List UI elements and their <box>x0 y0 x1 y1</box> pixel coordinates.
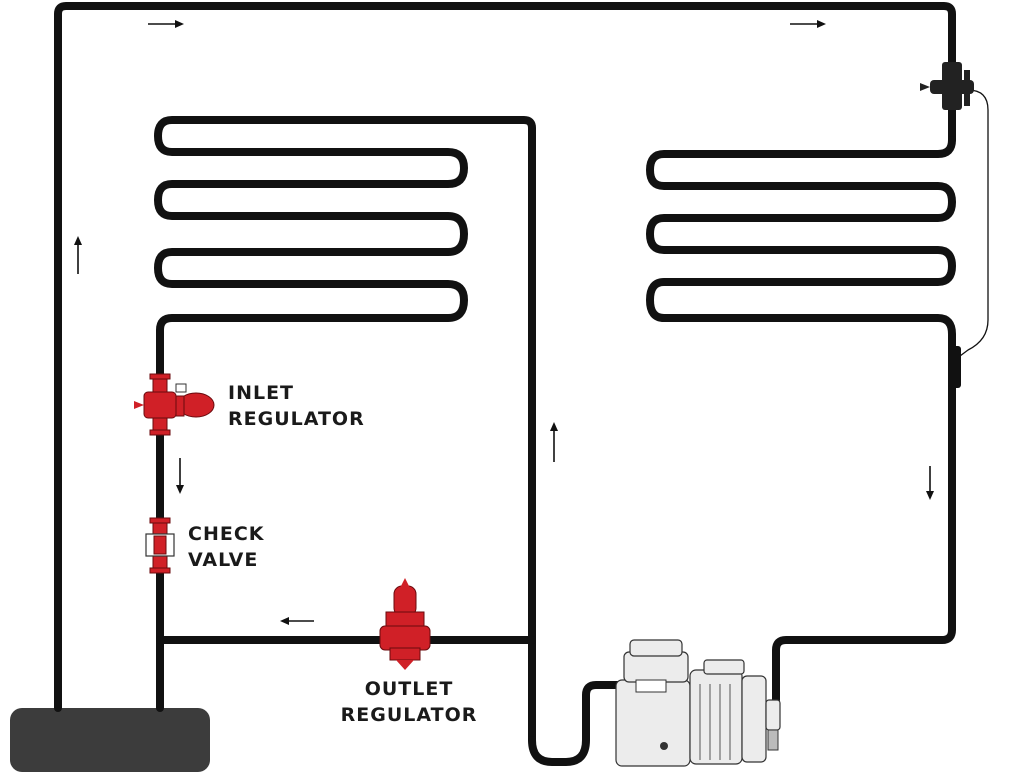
inlet-regulator-label: INLET REGULATOR <box>228 380 365 432</box>
arrow-up-icon <box>550 422 558 462</box>
expansion-valve <box>920 62 974 110</box>
inlet-regulator-valve <box>134 373 215 436</box>
inlet-regulator-label-line2: REGULATOR <box>228 408 365 430</box>
check-valve-label: CHECK VALVE <box>188 521 265 573</box>
check-valve-label-line2: VALVE <box>188 549 259 571</box>
arrow-right-icon <box>148 20 184 28</box>
outlet-regulator-label-line2: REGULATOR <box>340 704 478 726</box>
inlet-regulator-label-line1: INLET <box>228 382 295 404</box>
sensing-bulb-line <box>959 89 989 357</box>
sensing-bulb <box>949 346 961 388</box>
receiver-tank <box>10 708 210 772</box>
compressor <box>615 639 781 767</box>
arrow-down-icon <box>926 466 934 500</box>
discharge-line <box>528 681 640 766</box>
check-valve-label-line1: CHECK <box>188 523 265 545</box>
evaporator-coil <box>646 136 956 704</box>
check-valve <box>145 517 175 574</box>
arrow-right-icon <box>790 20 826 28</box>
outlet-regulator-valve <box>379 578 431 670</box>
arrow-up-icon <box>74 236 82 274</box>
condenser-coil <box>154 116 536 744</box>
outlet-regulator-label: OUTLET REGULATOR <box>334 676 484 728</box>
liquid-line <box>54 2 956 712</box>
outlet-regulator-label-line1: OUTLET <box>364 678 454 700</box>
arrow-down-icon <box>176 458 184 494</box>
arrow-left-icon <box>280 617 314 625</box>
